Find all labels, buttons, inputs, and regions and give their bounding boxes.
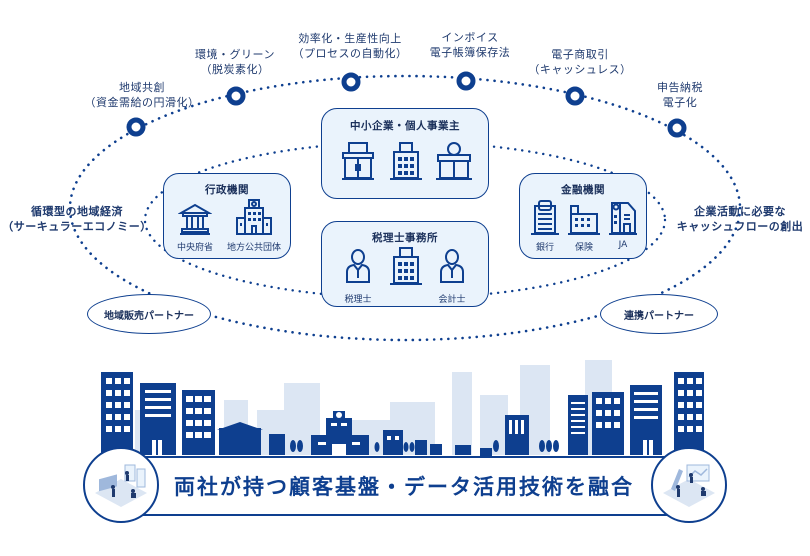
ring-nodes — [126, 71, 687, 138]
outer-dotted-ring — [68, 74, 742, 342]
finance-caption-ja: JA — [618, 240, 628, 250]
ring-label-ecommerce: 電子商取引（キャッシュレス） — [528, 48, 632, 76]
box-finance-title: 金融機関 — [561, 184, 605, 196]
box-sme-title: 中小企業・個人事業主 — [350, 120, 460, 132]
store-icon — [436, 142, 472, 180]
ring-node — [456, 71, 476, 91]
ring-node — [126, 117, 146, 137]
partner-alliance: 連携パートナー — [600, 294, 718, 334]
person-icon — [440, 249, 464, 283]
ring-label-tax-filing: 申告納税電子化 — [657, 81, 703, 109]
office-building-icon — [390, 142, 422, 180]
finance-caption-bank: 銀行 — [535, 243, 554, 253]
government-building-icon — [178, 203, 212, 235]
side-label-cashflow: 企業活動に必要なキャッシュフローの創出 — [676, 205, 804, 233]
box-sme: 中小企業・個人事業主 — [321, 108, 489, 199]
ja-building-icon — [609, 202, 637, 235]
data-analysis-illustration-icon — [663, 464, 715, 507]
box-tax-office: 税理士事務所 税理士 会計士 — [321, 221, 489, 307]
city-skyline — [101, 360, 704, 456]
person-icon — [346, 249, 370, 283]
ring-node — [226, 86, 246, 106]
teamwork-illustration-icon — [95, 464, 147, 507]
partner-alliance-label: 連携パートナー — [624, 310, 694, 322]
tax-caption-accountant: 会計士 — [438, 295, 466, 305]
box-government-title: 行政機関 — [205, 184, 249, 196]
box-government: 行政機関 中央府省 地方公共団体 — [163, 173, 291, 259]
fusion-banner-text: 両社が持つ顧客基盤・データ活用技術を融合 — [174, 475, 634, 499]
box-finance: 金融機関 銀行 保険 JA — [519, 173, 647, 259]
finance-caption-insurance: 保険 — [574, 243, 593, 253]
box-tax-office-title: 税理士事務所 — [372, 232, 438, 244]
ring-node — [341, 72, 361, 92]
ring-label-invoice: インボイス電子帳簿保存法 — [429, 31, 511, 59]
ring-label-regional-cocreation: 地域共創（資金需給の円滑化） — [84, 81, 200, 109]
gov-caption-central: 中央府省 — [176, 243, 213, 253]
ring-node — [667, 118, 687, 138]
city-hall-icon — [236, 199, 272, 235]
ring-node — [565, 86, 585, 106]
fusion-banner: 両社が持つ顧客基盤・データ活用技術を融合 — [128, 456, 680, 516]
gov-caption-local: 地方公共団体 — [226, 243, 281, 253]
office-building-icon — [390, 247, 422, 285]
shop-icon — [342, 142, 374, 180]
tax-caption-tax-accountant: 税理士 — [344, 295, 372, 305]
side-label-circular-economy: 循環型の地域経済（サーキュラーエコノミー） — [2, 205, 152, 233]
partner-regional-sales-label: 地域販売パートナー — [104, 310, 194, 322]
partner-regional-sales: 地域販売パートナー — [87, 294, 211, 334]
office-illustration-right — [651, 447, 727, 523]
ring-label-efficiency: 効率化・生産性向上（プロセスの自動化） — [292, 32, 408, 60]
office-illustration-left — [83, 447, 159, 523]
bank-icon — [531, 200, 559, 235]
skyline-windows — [106, 378, 702, 455]
ring-label-green: 環境・グリーン（脱炭素化） — [195, 48, 275, 76]
skyline-trees — [290, 440, 559, 452]
insurance-building-icon — [568, 205, 600, 235]
